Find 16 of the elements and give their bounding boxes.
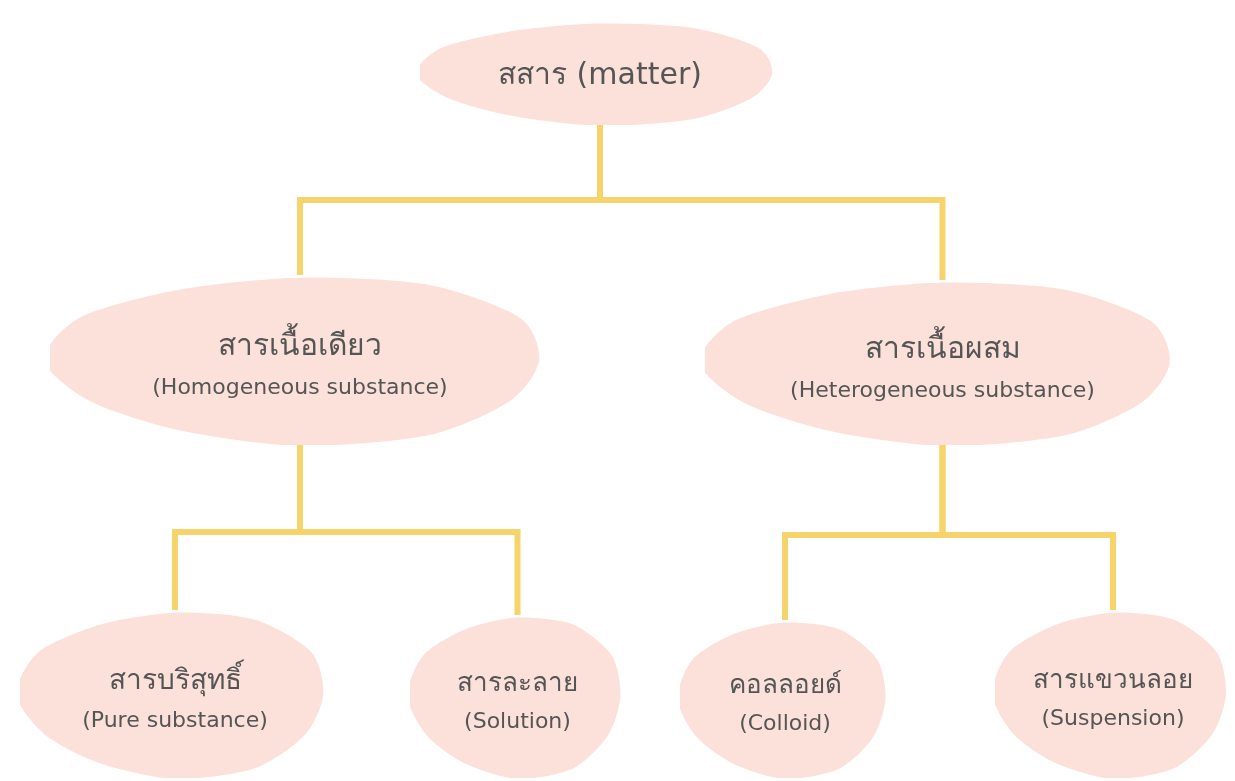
connector-line [297, 445, 521, 615]
thai-label: สารละลาย [457, 665, 578, 699]
thai-label: สสาร (matter) [498, 55, 702, 93]
thai-label: สารแขวนลอย [1033, 663, 1193, 696]
thai-label: สารบริสุทธิ์ [108, 656, 242, 701]
english-label: (Solution) [464, 707, 571, 733]
thai-label: สารเนื้อผสม [864, 323, 1021, 371]
english-label: (Homogeneous substance) [152, 374, 448, 399]
english-label: (Heterogeneous substance) [790, 376, 1095, 402]
thai-label: สารเนื้อเดียว [218, 321, 382, 368]
thai-label: คอลลอยด์ [728, 668, 842, 701]
english-label: (Colloid) [739, 710, 831, 735]
connector-line [939, 445, 1116, 610]
english-label: (Pure substance) [82, 706, 268, 732]
connector-line [597, 125, 946, 280]
english-label: (Suspension) [1041, 705, 1185, 730]
